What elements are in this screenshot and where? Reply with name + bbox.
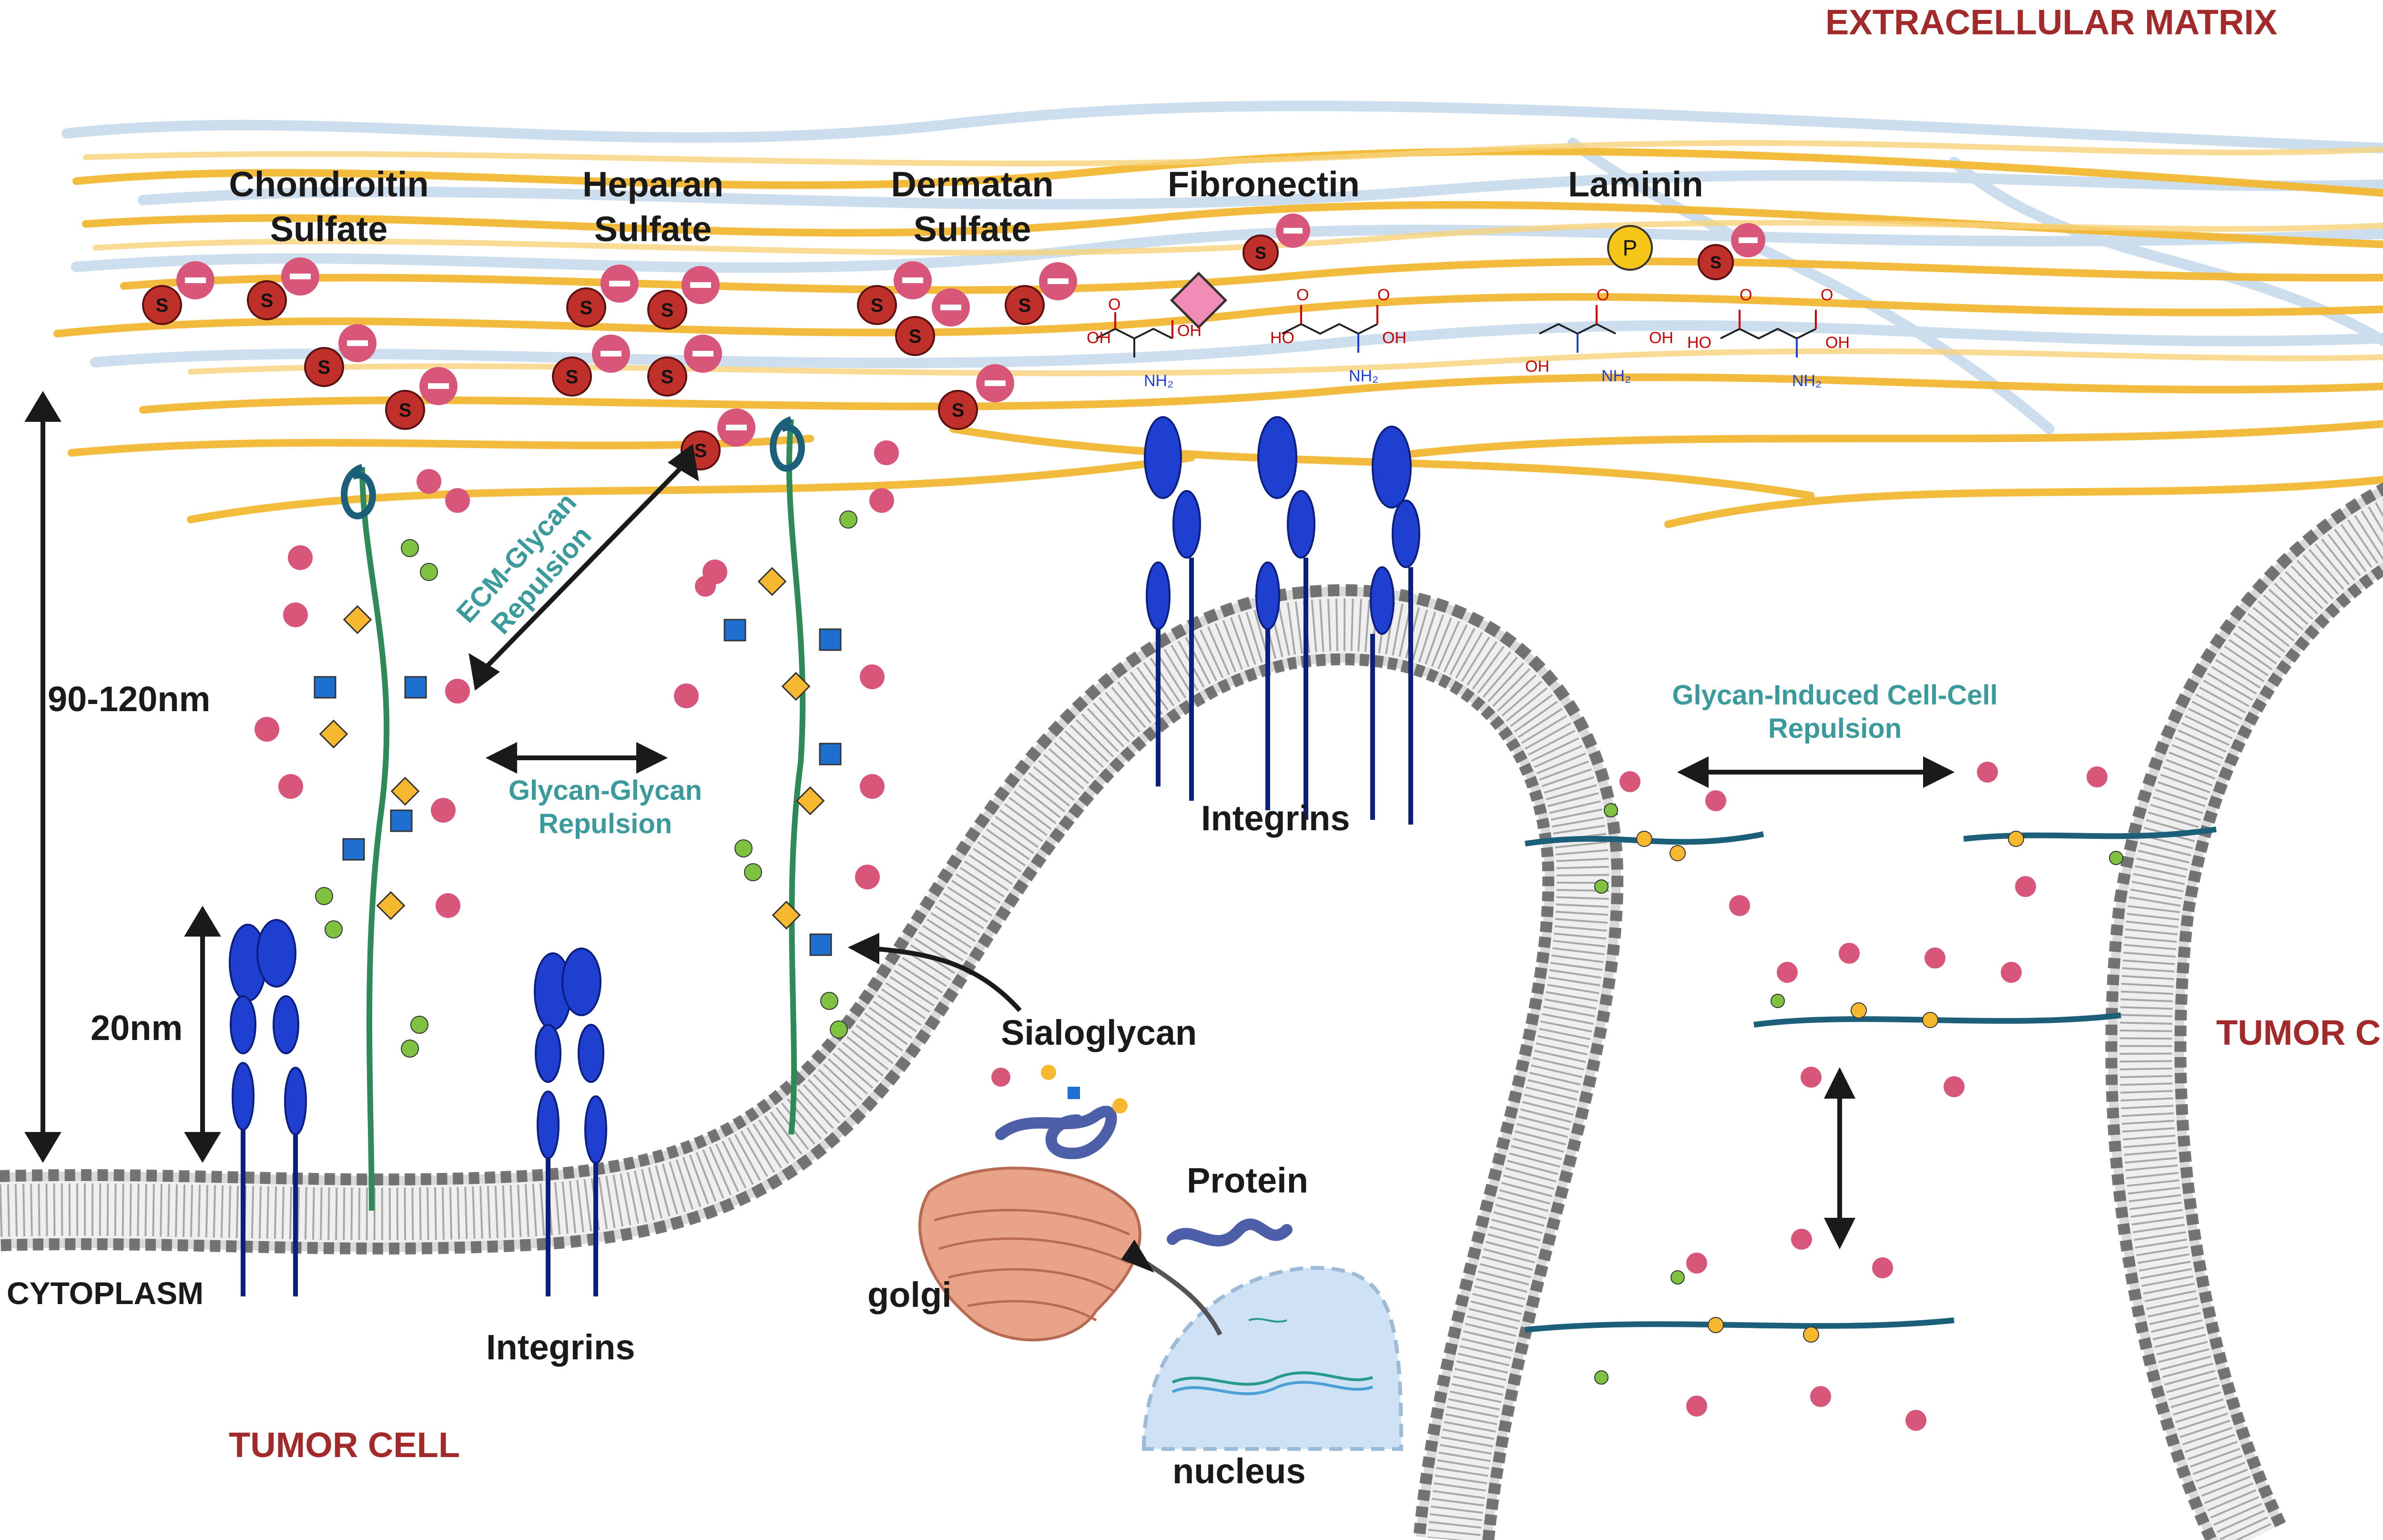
svg-text:S: S [909, 326, 922, 347]
laminin-label: Laminin [1568, 164, 1703, 204]
golgi-label: golgi [867, 1275, 952, 1315]
svg-text:S: S [566, 367, 579, 388]
svg-text:S: S [318, 357, 331, 378]
svg-text:S: S [661, 367, 674, 388]
glycoprotein-left [255, 464, 470, 1211]
protein [995, 1106, 1293, 1247]
heparan-line-1: Heparan [582, 164, 724, 204]
svg-text:P: P [1623, 235, 1638, 260]
svg-text:NH₂: NH₂ [1144, 372, 1173, 390]
svg-text:S: S [1255, 243, 1266, 263]
cell-cell-glycans [1525, 762, 2217, 1431]
integrins-top-label: Integrins [1201, 798, 1350, 838]
svg-text:S: S [661, 300, 674, 321]
svg-text:S: S [261, 290, 274, 311]
svg-text:S: S [694, 440, 707, 461]
sulfate-groups: S S S S S S S S S S S S S S S [142, 214, 1765, 470]
dermatan-line-2: Sulfate [913, 209, 1031, 249]
extracellular-matrix-label: EXTRACELLULAR MATRIX [1825, 2, 2278, 42]
heparan-line-2: Sulfate [594, 209, 712, 249]
integrins-bottom-label: Integrins [486, 1327, 635, 1367]
svg-text:O: O [1377, 286, 1390, 304]
svg-text:O: O [1821, 286, 1833, 304]
svg-text:S: S [580, 297, 593, 318]
svg-text:O: O [1108, 296, 1120, 314]
chondroitin-line-2: Sulfate [270, 209, 388, 249]
svg-text:O: O [1597, 286, 1609, 304]
svg-text:OH: OH [1525, 357, 1549, 376]
glycoprotein-right [674, 416, 899, 1135]
nucleus-label: nucleus [1172, 1451, 1306, 1491]
integrins-left [229, 919, 607, 1296]
dimension-20nm: 20nm [91, 1008, 183, 1048]
svg-text:HO: HO [1687, 334, 1711, 352]
cell-cell-line-1: Glycan-Induced Cell-Cell [1672, 680, 1998, 711]
svg-text:NH₂: NH₂ [1601, 367, 1631, 385]
cytoplasm-label: CYTOPLASM [7, 1275, 204, 1311]
svg-text:S: S [871, 295, 884, 316]
dermatan-line-1: Dermatan [891, 164, 1054, 204]
svg-text:OH: OH [1825, 334, 1850, 352]
phosphate-group: P [1607, 225, 1653, 271]
cell-cell-line-2: Repulsion [1768, 713, 1902, 744]
svg-text:OH: OH [1177, 322, 1202, 340]
integrins-top [1144, 416, 1420, 825]
svg-text:S: S [156, 295, 169, 316]
glycan-glycan-line-2: Repulsion [538, 808, 672, 839]
svg-text:HO: HO [1270, 329, 1294, 347]
svg-text:S: S [399, 400, 412, 421]
glycan-glycan-line-1: Glycan-Glycan [508, 775, 703, 806]
svg-text:OH: OH [1649, 329, 1673, 347]
amino-acid-structures [1096, 305, 1817, 357]
dermatan-sulfate-label: Dermatan Sulfate [867, 167, 1077, 247]
svg-text:NH₂: NH₂ [1349, 367, 1378, 385]
svg-text:S: S [952, 400, 965, 421]
sialoglycan-figure [991, 1065, 1128, 1113]
glycan-diamond [1170, 271, 1228, 329]
tumor-cell-right-label: TUMOR CELL [2216, 1013, 2383, 1052]
heparan-sulfate-label: Heparan Sulfate [558, 167, 748, 247]
glycan-glycan-repulsion-label: Glycan-Glycan Repulsion [491, 777, 720, 838]
chondroitin-line-1: Chondroitin [229, 164, 429, 204]
dimension-90-120nm: 90-120nm [48, 679, 211, 719]
svg-text:NH₂: NH₂ [1792, 372, 1822, 390]
arrows [24, 391, 1955, 1336]
cell-cell-repulsion-label: Glycan-Induced Cell-Cell Repulsion [1620, 682, 2049, 743]
golgi [918, 1166, 1141, 1342]
sialoglycan-label: Sialoglycan [1001, 1013, 1197, 1052]
svg-text:OH: OH [1382, 329, 1406, 347]
svg-text:O: O [1740, 286, 1752, 304]
chondroitin-sulfate-label: Chondroitin Sulfate [214, 167, 443, 247]
svg-text:O: O [1296, 286, 1309, 304]
tumor-cell-membrane-left [0, 584, 1624, 1540]
svg-text:S: S [1710, 253, 1721, 272]
svg-text:S: S [1018, 295, 1031, 316]
tumor-cell-left-label: TUMOR CELL [229, 1425, 460, 1465]
nucleus [1141, 1265, 1404, 1451]
chem-labels: OH O OH NH₂ HO O O OH NH₂ OH O OH NH₂ HO… [1087, 286, 1850, 390]
fibronectin-label: Fibronectin [1168, 164, 1360, 204]
tumor-cell-membrane-right [2105, 482, 2383, 1540]
svg-text:OH: OH [1087, 329, 1111, 347]
protein-label: Protein [1187, 1161, 1308, 1200]
